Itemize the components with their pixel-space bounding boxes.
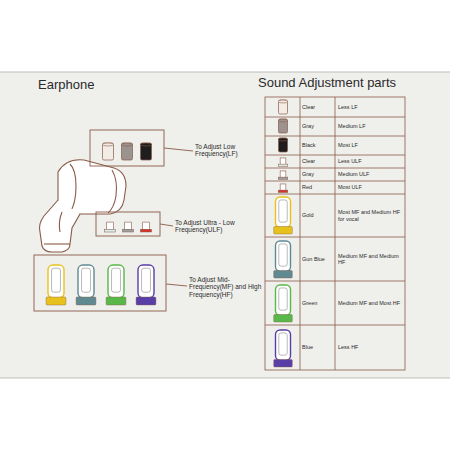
- leader-line: [160, 148, 193, 286]
- ulf-filter: [105, 222, 116, 232]
- table-cell: Medium MF and Most HF: [338, 282, 404, 324]
- ulf-filter: [141, 222, 152, 232]
- table-cell: Gray: [302, 118, 334, 135]
- mf-hf-filter: [274, 197, 293, 234]
- lf-filter: [279, 119, 288, 133]
- mf-hf-filter: [136, 265, 156, 305]
- lf-filter: [279, 138, 288, 152]
- table-cell: Gray: [302, 169, 334, 180]
- part-group-box: [34, 130, 166, 311]
- heading: Sound Adjustment parts: [258, 74, 428, 92]
- table-cell: Gun Blue: [302, 238, 334, 280]
- part-icons: [46, 100, 292, 367]
- mf-hf-filter: [274, 285, 293, 322]
- table-row-line: [265, 117, 405, 118]
- lf-filter: [141, 143, 152, 160]
- table-cell: Less ULF: [338, 156, 404, 167]
- callout-text: To Adjust Ultra - Low Frequency(ULF): [175, 216, 267, 236]
- table-row-line: [265, 237, 405, 238]
- table-cell: Medium LF: [338, 118, 404, 135]
- sheet-edge: [0, 378, 450, 379]
- table-cell: Black: [302, 137, 334, 154]
- table-cell: Clear: [302, 98, 334, 116]
- table-cell: Green: [302, 282, 334, 324]
- table-cell: Medium MF and Medium HF: [338, 238, 404, 280]
- heading: Earphone: [38, 76, 148, 94]
- table-cell: Most MF and Medium HF for vocal: [338, 195, 404, 236]
- callout-text: To Adjust Mid-Frequency(MF) and High Fre…: [189, 275, 271, 299]
- table-row-line: [265, 281, 405, 282]
- table-cell: Less HF: [338, 326, 404, 369]
- table-cell: Red: [302, 182, 334, 193]
- callout-text: To Adjust Low Frequency(LF): [195, 140, 267, 160]
- sheet-edge: [0, 72, 450, 73]
- mf-hf-filter: [106, 265, 126, 305]
- table-row-line: [265, 325, 405, 326]
- table-cell: Gold: [302, 195, 334, 236]
- mf-hf-filter: [76, 265, 96, 305]
- table-cell: Medium ULF: [338, 169, 404, 180]
- mf-hf-filter: [274, 330, 293, 367]
- table-row-line: [265, 194, 405, 195]
- table-row-line: [265, 155, 405, 156]
- mf-hf-filter: [274, 241, 293, 278]
- lf-filter: [103, 143, 114, 160]
- table-row-line: [265, 168, 405, 169]
- mf-hf-filter: [46, 265, 66, 305]
- earphone-drawing: [40, 160, 127, 252]
- ulf-filter: [278, 171, 288, 180]
- table-cell: Most ULF: [338, 182, 404, 193]
- lf-filter: [279, 100, 288, 114]
- table-cell: Less LF: [338, 98, 404, 116]
- ulf-filter: [278, 158, 288, 167]
- table-cell: Clear: [302, 156, 334, 167]
- table-cell: Blue: [302, 326, 334, 369]
- table-row-line: [265, 181, 405, 182]
- lf-filter: [122, 143, 133, 160]
- table-row-line: [265, 136, 405, 137]
- table-cell: Most LF: [338, 137, 404, 154]
- paper-sheet: [0, 72, 450, 378]
- ulf-filter: [278, 184, 288, 193]
- ulf-filter: [123, 222, 134, 232]
- table-grid: [265, 97, 405, 370]
